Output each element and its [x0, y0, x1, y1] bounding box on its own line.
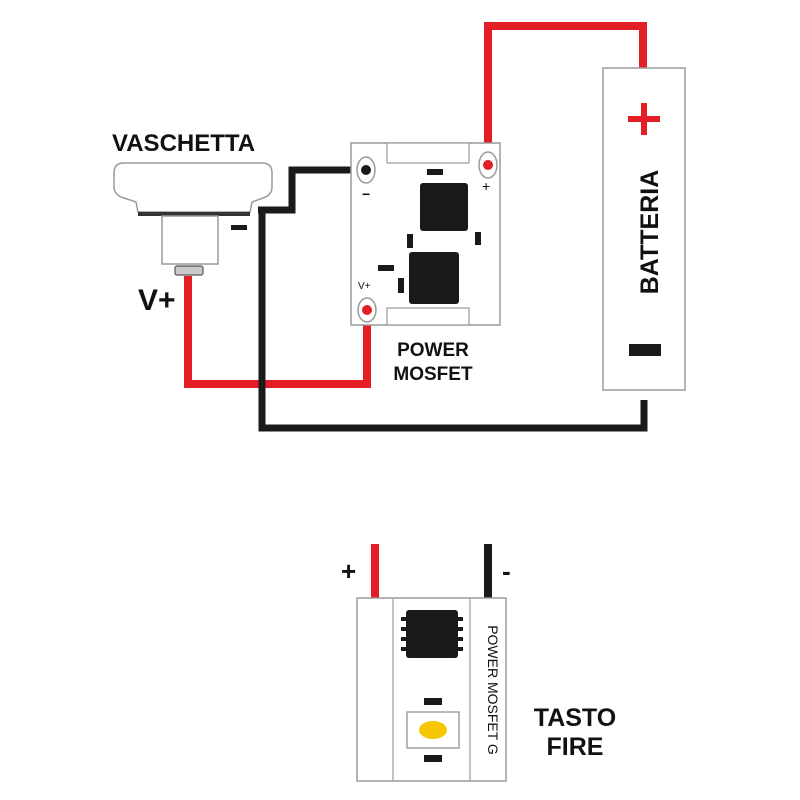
fire-tasto-label: TASTO: [533, 704, 617, 732]
fire-minus-label: -: [502, 556, 511, 586]
wires: [184, 22, 648, 432]
battery-minus-mark: [629, 344, 661, 356]
atomizer-510-connector: [113, 162, 273, 276]
mosfet-top-connector: [386, 142, 470, 164]
fire-smd-bottom: [424, 755, 442, 762]
fire-board-label: POWER MOSFET G: [485, 625, 501, 755]
battery-label: BATTERIA: [636, 170, 664, 295]
smd-component: [475, 232, 481, 245]
wire-battery-negative: [258, 210, 648, 432]
mosfet-chip-upper: [420, 183, 468, 231]
smd-component: [398, 278, 404, 293]
atomizer-negative-mark: [231, 225, 247, 230]
atomizer-body: [161, 215, 219, 265]
smd-component: [378, 265, 394, 271]
ic-pin: [458, 617, 463, 621]
mosfet-label-line1: POWER: [397, 340, 469, 361]
ic-pin: [401, 647, 406, 651]
wire-atomizer-vplus: [184, 276, 371, 388]
power-mosfet-board: [350, 142, 501, 326]
fire-smd-top: [424, 698, 442, 705]
ic-pin: [458, 647, 463, 651]
smd-component: [407, 234, 413, 248]
mosfet-chip-lower: [409, 252, 459, 304]
atomizer-label: VASCHETTA: [112, 130, 256, 157]
smd-component: [427, 169, 443, 175]
mosfet-negative-pad-dot: [361, 165, 371, 175]
ic-pin: [401, 617, 406, 621]
ic-pin: [401, 627, 406, 631]
mosfet-bottom-connector: [386, 307, 470, 326]
fire-fire-label: FIRE: [546, 733, 604, 761]
wire-battery-positive: [484, 22, 647, 163]
ic-pin: [458, 627, 463, 631]
mosfet-positive-pad-dot: [483, 160, 493, 170]
mosfet-plus-label: +: [482, 178, 491, 194]
mosfet-vplus-pad-dot: [362, 305, 372, 315]
ic-pin: [406, 610, 458, 658]
mosfet-minus-label: −: [362, 186, 371, 202]
ic-pin: [458, 637, 463, 641]
fire-plus-label: +: [341, 556, 357, 586]
fire-button-board: POWER MOSFET G: [356, 544, 507, 782]
ic-pin: [401, 637, 406, 641]
atomizer-vplus-label: V+: [138, 284, 176, 317]
battery-plus-vertical: [641, 103, 647, 135]
atomizer-pin: [174, 265, 204, 276]
atomizer-collar: [138, 212, 250, 216]
battery: BATTERIA: [602, 67, 686, 391]
mosfet-label-line2: MOSFET: [393, 364, 473, 385]
fire-ic-chip: [401, 610, 463, 658]
fire-button-icon: [419, 721, 447, 739]
atomizer-top-cap: [113, 162, 273, 213]
mosfet-vplus-label: V+: [358, 281, 371, 292]
wire-atomizer-negative: [258, 166, 366, 214]
